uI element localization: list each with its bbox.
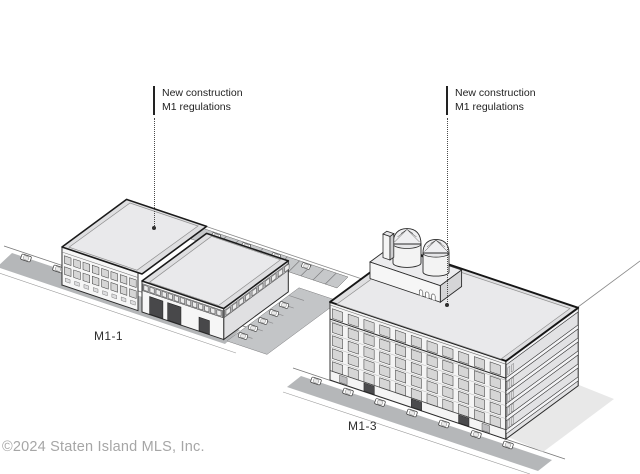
callout-left: New construction M1 regulations: [153, 86, 243, 115]
warehouse-side-clerestory: [224, 263, 290, 318]
warehouse-front: [141, 280, 225, 341]
callout-right-line2: M1 regulations: [455, 101, 524, 113]
callout-right-line1: New construction: [455, 87, 536, 99]
water-tank-right: [422, 238, 450, 277]
chimney: [382, 230, 395, 261]
m1-1-scene: [0, 198, 369, 355]
warehouse-block: [141, 232, 290, 341]
parking-lot: [226, 287, 340, 355]
callout-right: New construction M1 regulations: [446, 86, 536, 115]
side-floor-slabs: [505, 307, 579, 435]
street-shadow: [508, 385, 614, 452]
rear-property-line: [577, 260, 640, 308]
roof-bulkhead: [369, 228, 463, 304]
leader-line-right: [447, 118, 448, 304]
watermark: ©2024 Staten Island MLS, Inc.: [2, 439, 205, 455]
m1-3-scene: [282, 228, 640, 474]
office-block: [61, 198, 208, 312]
leader-dot-left: [152, 226, 156, 230]
callout-left-line1: New construction: [162, 87, 243, 99]
building-front-facade: [329, 301, 507, 440]
water-tank-left: [392, 228, 422, 268]
leader-line-left: [154, 118, 155, 226]
label-m1-1: M1-1: [94, 329, 123, 343]
leader-dot-right: [445, 303, 449, 307]
label-m1-3: M1-3: [348, 419, 377, 433]
bulkhead-arches: [419, 289, 436, 301]
callout-left-line2: M1 regulations: [162, 101, 231, 113]
